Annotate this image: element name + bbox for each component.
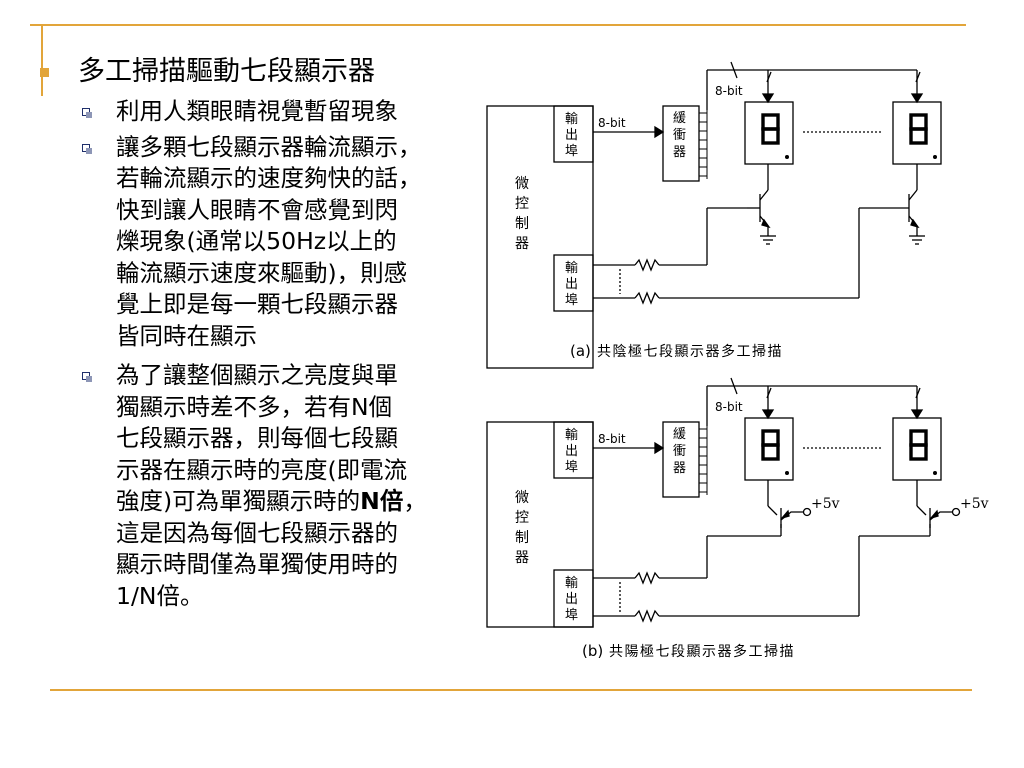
diagram-b: 微 控 制 器 輸 出 埠 輸 出 埠 8-bit 緩 衝 器 8-bit — [486, 377, 989, 660]
hollow-square-bullet-icon — [82, 143, 92, 154]
mcu-label: 器 — [515, 550, 529, 566]
port-label: 輸 — [565, 428, 578, 443]
mcu-label: 制 — [515, 216, 529, 232]
multiplex-circuit-diagram: 微 控 制 器 輸 出 埠 輸 出 埠 8-bit 緩 衝 器 8-bit — [486, 61, 989, 660]
bullet-line: 皆同時在顯示 — [116, 321, 257, 350]
seven-segment-display — [892, 101, 942, 165]
bus-label: 8-bit — [715, 84, 743, 98]
buffer-label: 衝 — [673, 128, 686, 143]
bullet-line: 利用人類眼睛視覺暫留現象 — [116, 97, 398, 125]
port-label: 輸 — [565, 261, 578, 276]
buffer-label: 器 — [673, 145, 686, 160]
bullet-line: 顯示時間僅為單獨使用時的 — [116, 550, 398, 578]
square-bullet-icon — [40, 68, 49, 77]
diagram-a: 微 控 制 器 輸 出 埠 輸 出 埠 8-bit 緩 衝 器 8-bit — [486, 61, 942, 369]
circuit-figure: 微 控 制 器 輸 出 埠 輸 出 埠 8-bit 緩 衝 器 8-bit — [485, 50, 1005, 670]
bullet-line: 爍現象(通常以50Hz以上的 — [116, 227, 397, 255]
port-label: 埠 — [565, 293, 578, 308]
caption-prefix: (a) — [570, 342, 591, 360]
list-item: 利用人類眼睛視覺暫留現象 — [78, 96, 480, 128]
mcu-label: 制 — [515, 530, 529, 546]
port-label: 出 — [565, 444, 578, 459]
bullet-text: ， — [403, 487, 427, 515]
port-label: 出 — [565, 128, 578, 143]
vcc-label: +5v — [811, 496, 840, 512]
port-label: 埠 — [565, 460, 578, 475]
output-port-block — [553, 105, 594, 163]
output-port-block — [553, 421, 594, 479]
hollow-square-bullet-icon — [82, 372, 92, 382]
hollow-square-bullet-icon — [82, 108, 92, 118]
bullet-line: 強度)可為單獨顯示時的N倍， — [116, 486, 480, 518]
buffer-block — [662, 105, 700, 182]
mcu-label: 微 — [515, 490, 529, 506]
bus-label: 8-bit — [598, 432, 626, 446]
mcu-label: 微 — [515, 176, 529, 192]
port-label: 輸 — [565, 576, 578, 591]
bullet-line: 七段顯示器，則每個七段顯 — [116, 424, 398, 452]
vcc-label: +5v — [960, 496, 989, 512]
port-label: 輸 — [565, 112, 578, 127]
left-accent-rule — [41, 24, 43, 96]
bullet-line: 1/N倍。 — [116, 581, 204, 610]
mcu-label: 控 — [515, 196, 529, 212]
bullet-line: 快到讓人眼睛不會感覺到閃 — [116, 195, 398, 224]
bullet-line: 覺上即是每一顆七段顯示器 — [116, 290, 398, 318]
caption-prefix: (b) — [582, 642, 603, 660]
bottom-rule — [50, 689, 972, 691]
buffer-label: 緩 — [673, 427, 686, 442]
buffer-block — [662, 421, 700, 498]
buffer-label: 衝 — [673, 444, 686, 459]
bullet-line: 示器在顯示時的亮度(即電流 — [116, 455, 408, 484]
output-port-block — [553, 569, 594, 628]
bullet-list: 利用人類眼睛視覺暫留現象 讓多顆七段顯示器輪流顯示， 若輪流顯示的速度夠快的話，… — [78, 96, 480, 620]
bullet-line: 輪流顯示速度來驅動)，則感 — [116, 258, 408, 287]
seven-segment-display — [744, 417, 794, 481]
bullet-line: 獨顯示時差不多，若有N個 — [116, 392, 393, 421]
port-label: 埠 — [565, 144, 578, 159]
port-label: 出 — [565, 592, 578, 607]
slide-title: 多工掃描驅動七段顯示器 — [78, 56, 375, 87]
buffer-label: 器 — [673, 461, 686, 476]
port-label: 埠 — [565, 608, 578, 623]
seven-segment-display — [744, 101, 794, 165]
list-item: 為了讓整個顯示之亮度與單 獨顯示時差不多，若有N個 七段顯示器，則每個七段顯 示… — [78, 360, 480, 612]
buffer-label: 緩 — [673, 111, 686, 126]
bullet-line: 讓多顆七段顯示器輪流顯示， — [116, 132, 422, 161]
mcu-block — [486, 421, 594, 628]
top-rule — [30, 24, 966, 26]
list-item: 讓多顆七段顯示器輪流顯示， 若輪流顯示的速度夠快的話， 快到讓人眼睛不會感覺到閃… — [78, 132, 480, 353]
seven-segment-display — [892, 417, 942, 481]
bullet-text: 強度)可為單獨顯示時的 — [116, 487, 361, 515]
port-label: 出 — [565, 277, 578, 292]
bullet-line: 若輪流顯示的速度夠快的話， — [116, 164, 422, 192]
bus-label: 8-bit — [715, 400, 743, 414]
bullet-line: 為了讓整個顯示之亮度與單 — [116, 361, 398, 389]
bullet-line: 這是因為每個七段顯示器的 — [116, 518, 398, 547]
caption: 共陰極七段顯示器多工掃描 — [597, 343, 783, 360]
bullet-emphasis: N倍 — [360, 487, 404, 515]
output-port-block — [553, 254, 594, 312]
mcu-block — [486, 105, 594, 369]
bus-label: 8-bit — [598, 116, 626, 130]
mcu-label: 器 — [515, 236, 529, 252]
mcu-label: 控 — [515, 510, 529, 526]
caption: 共陽極七段顯示器多工掃描 — [609, 643, 795, 660]
